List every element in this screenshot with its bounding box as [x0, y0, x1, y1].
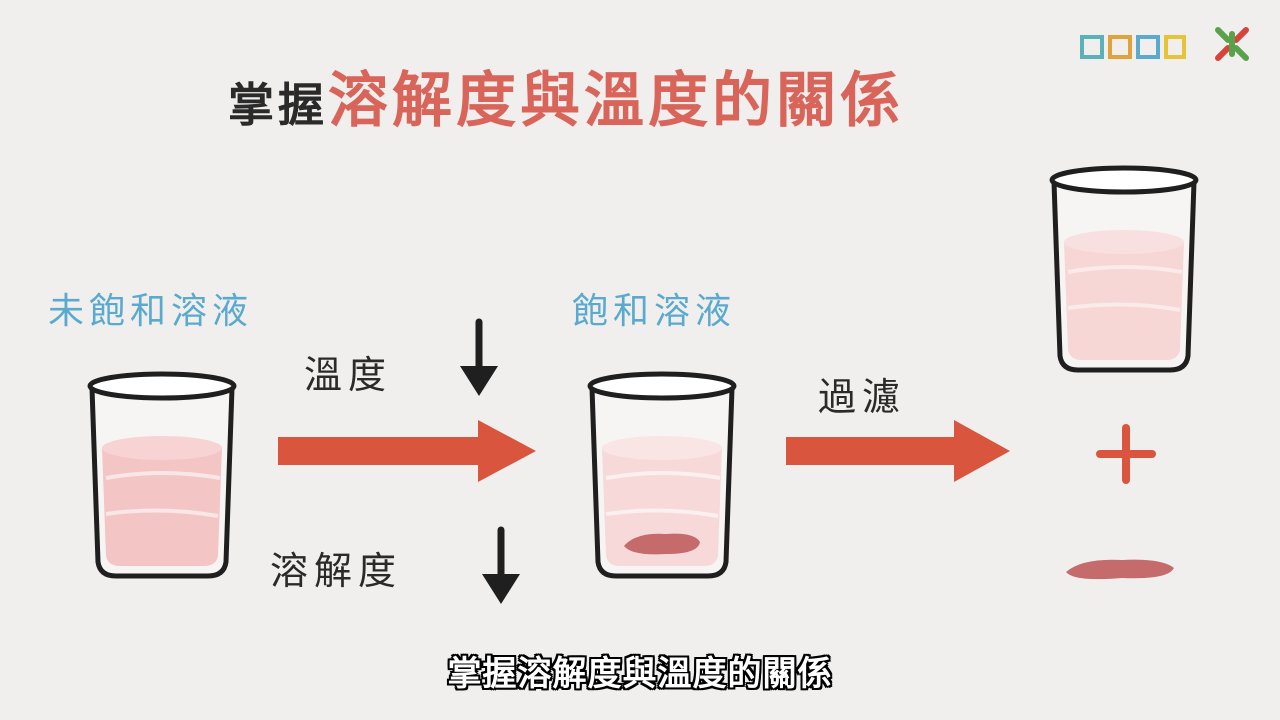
title-highlight: 溶解度與溫度的關係 — [328, 66, 904, 136]
beaker-icon — [87, 371, 237, 579]
title-prefix: 掌握 — [228, 78, 328, 132]
page-title: 掌握溶解度與溫度的關係 — [228, 52, 904, 139]
cooc-logo — [1080, 35, 1186, 59]
right-arrow-icon — [786, 420, 1010, 482]
plus-icon — [1096, 424, 1156, 484]
subtitle-caption: 掌握溶解度與溫度的關係 — [447, 654, 833, 694]
filter-label: 過濾 — [818, 375, 907, 419]
temperature-label: 溫度 — [304, 353, 393, 397]
beaker-icon — [587, 371, 737, 579]
unsaturated-label: 未飽和溶液 — [48, 291, 254, 332]
saturated-label: 飽和溶液 — [572, 291, 737, 332]
solubility-label: 溶解度 — [270, 549, 403, 593]
down-arrow-icon — [460, 318, 498, 396]
down-arrow-icon — [482, 526, 520, 604]
green-red-logo — [1215, 27, 1249, 61]
precipitate-icon — [1066, 559, 1174, 580]
right-arrow-icon — [278, 420, 536, 482]
beaker-icon — [1049, 165, 1199, 373]
